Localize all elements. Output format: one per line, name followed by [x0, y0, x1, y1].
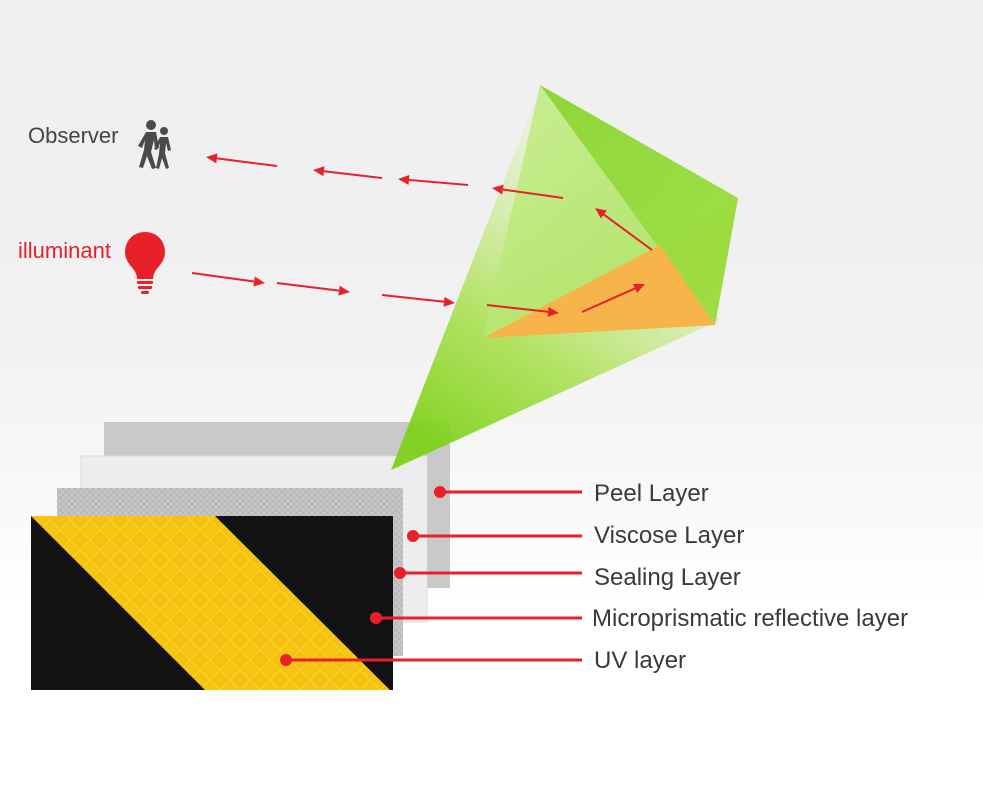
microprismatic-layer-label: Microprismatic reflective layer [592, 605, 909, 632]
viscose-layer-label: Viscose Layer [594, 522, 745, 549]
light-bulb-icon [125, 232, 165, 294]
observer-label: Observer [28, 123, 119, 148]
incoming-arrow-1-head [253, 276, 265, 287]
incoming-arrow-4-head [547, 306, 559, 317]
layer-leader-lines [280, 486, 582, 666]
outgoing-arrow-4-head [206, 153, 218, 164]
internal-arrow-head [595, 208, 607, 219]
leader-dot-2 [407, 530, 419, 542]
outgoing-arrow-2-shaft [408, 178, 469, 186]
incoming-arrow-5-shaft [581, 287, 636, 313]
light-path-arrows [191, 153, 653, 317]
peel-layer-label: Peel Layer [594, 480, 709, 507]
incoming-arrow-1-shaft [191, 272, 255, 283]
leader-dot-1 [434, 486, 446, 498]
incoming-arrow-4-shaft [486, 304, 549, 313]
outgoing-arrow-2-head [398, 174, 410, 185]
uv-layer-sheet [31, 516, 393, 690]
internal-arrow-shaft [603, 213, 653, 251]
outgoing-arrow-1-head [492, 184, 504, 195]
uv-layer-label: UV layer [594, 647, 687, 674]
illuminant-label: illuminant [18, 238, 111, 263]
outgoing-arrow-3-shaft [323, 170, 383, 179]
outgoing-arrow-3-head [313, 166, 325, 177]
incoming-arrow-2-head [338, 285, 350, 296]
leader-dot-3 [394, 567, 406, 579]
leader-dot-5 [280, 654, 292, 666]
incoming-arrow-3-head [443, 296, 455, 307]
pedestrians-icon [138, 120, 171, 169]
outgoing-arrow-4-shaft [216, 157, 278, 167]
leader-dot-4 [370, 612, 382, 624]
incoming-arrow-2-shaft [276, 282, 340, 292]
incoming-arrow-5-head [632, 283, 645, 294]
outgoing-arrow-1-shaft [502, 188, 564, 199]
incoming-arrow-3-shaft [381, 294, 445, 303]
sealing-layer-label: Sealing Layer [594, 564, 741, 591]
